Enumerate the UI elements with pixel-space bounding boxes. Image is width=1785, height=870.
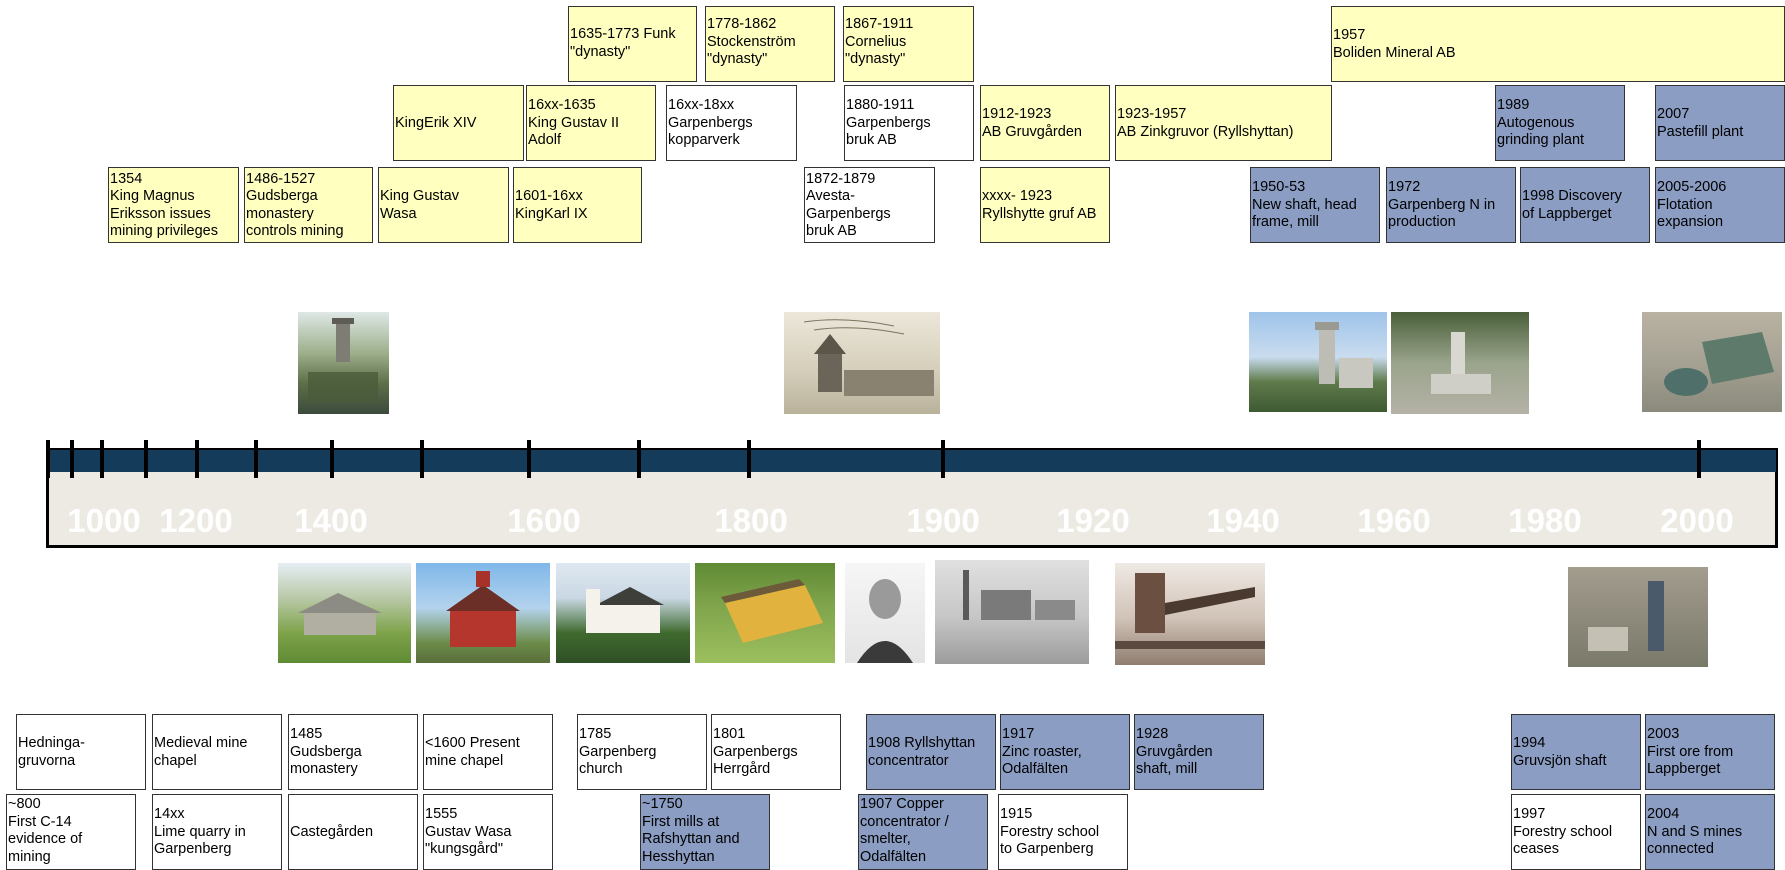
event-pastefill-plant: 2007 Pastefill plant bbox=[1655, 85, 1785, 161]
year-label: 1400 bbox=[294, 502, 368, 539]
photo-garpenberg-church bbox=[556, 563, 690, 663]
event-avesta-garpenbergs: 1872-1879 Avesta- Garpenbergs bruk AB bbox=[804, 167, 935, 243]
event-kungsgard: 1555 Gustav Wasa "kungsgård" bbox=[423, 794, 553, 870]
event-gruvsjon-shaft: 1994 Gruvsjön shaft bbox=[1511, 714, 1641, 790]
tick bbox=[70, 440, 74, 478]
year-label: 2000 bbox=[1660, 502, 1734, 539]
tick bbox=[1697, 440, 1701, 478]
photo-medieval-chapel bbox=[278, 563, 411, 663]
event-garpenberg-n-1972: 1972 Garpenberg N in production bbox=[1386, 167, 1516, 243]
photo-gruvsjon-shaft bbox=[1568, 567, 1708, 667]
photo-flotation-plant bbox=[1642, 312, 1782, 412]
tick bbox=[46, 440, 50, 478]
event-ryllshytte-gruf: xxxx- 1923 Ryllshytte gruf AB bbox=[980, 167, 1110, 243]
event-garpenbergs-herrgard: 1801 Garpenbergs Herrgård bbox=[711, 714, 841, 790]
timeline-bar bbox=[46, 448, 1778, 474]
tick bbox=[195, 440, 199, 478]
photo-herrgard bbox=[695, 563, 835, 663]
event-boliden: 1957 Boliden Mineral AB bbox=[1331, 6, 1785, 82]
photo-old-postcard bbox=[784, 312, 940, 414]
event-ab-zinkgruvor: 1923-1957 AB Zinkgruvor (Ryllshyttan) bbox=[1115, 85, 1332, 161]
event-castegarden: Castegården bbox=[288, 794, 418, 870]
year-label: 1000 bbox=[67, 502, 141, 539]
year-label: 1600 bbox=[507, 502, 581, 539]
event-n-s-mines-connected: 2004 N and S mines connected bbox=[1645, 794, 1775, 870]
year-label: 1980 bbox=[1508, 502, 1582, 539]
tick bbox=[254, 440, 258, 478]
event-garpenberg-church: 1785 Garpenberg church bbox=[577, 714, 707, 790]
tick bbox=[637, 440, 641, 478]
photo-odalfalten bbox=[935, 560, 1089, 664]
event-garpenbergs-bruk-ab: 1880-1911 Garpenbergs bruk AB bbox=[844, 85, 974, 161]
event-autogenous-plant: 1989 Autogenous grinding plant bbox=[1495, 85, 1625, 161]
event-lime-quarry: 14xx Lime quarry in Garpenberg bbox=[152, 794, 282, 870]
event-king-erik-xiv: KingErik XIV bbox=[393, 85, 524, 161]
year-label: 1900 bbox=[906, 502, 980, 539]
photo-ruin-tower bbox=[298, 312, 389, 414]
photo-red-chapel bbox=[416, 563, 550, 663]
event-king-magnus: 1354 King Magnus Eriksson issues mining … bbox=[108, 167, 239, 243]
event-first-mills: ~1750 First mills at Rafshyttan and Hess… bbox=[640, 794, 770, 870]
event-first-ore-lappberget: 2003 First ore from Lappberget bbox=[1645, 714, 1775, 790]
tick bbox=[527, 440, 531, 478]
event-flotation-expansion: 2005-2006 Flotation expansion bbox=[1655, 167, 1785, 243]
event-ab-gruvgarden: 1912-1923 AB Gruvgården bbox=[980, 85, 1110, 161]
tick bbox=[330, 440, 334, 478]
event-gudsberga-control: 1486-1527 Gudsberga monastery controls m… bbox=[244, 167, 373, 243]
event-king-gustav-ii: 16xx-1635 King Gustav II Adolf bbox=[526, 85, 656, 161]
photo-portrait bbox=[845, 563, 925, 663]
event-medieval-chapel: Medieval mine chapel bbox=[152, 714, 282, 790]
event-first-c14: ~800 First C-14 evidence of mining bbox=[6, 794, 136, 870]
event-stockenstrom-dynasty: 1778-1862 Stockenström "dynasty" bbox=[705, 6, 835, 82]
event-funk-dynasty: 1635-1773 Funk "dynasty" bbox=[568, 6, 697, 82]
year-label: 1800 bbox=[714, 502, 788, 539]
tick bbox=[420, 440, 424, 478]
event-new-shaft-1950: 1950-53 New shaft, head frame, mill bbox=[1250, 167, 1380, 243]
event-king-gustav-wasa: King Gustav Wasa bbox=[378, 167, 509, 243]
event-lappberget-discovery: 1998 Discovery of Lappberget bbox=[1520, 167, 1650, 243]
event-cornelius-dynasty: 1867-1911 Cornelius "dynasty" bbox=[843, 6, 974, 82]
timeline-scale bbox=[46, 472, 1778, 548]
event-zinc-roaster: 1917 Zinc roaster, Odalfälten bbox=[1000, 714, 1130, 790]
tick bbox=[100, 440, 104, 478]
event-present-chapel: <1600 Present mine chapel bbox=[423, 714, 553, 790]
year-label: 1200 bbox=[159, 502, 233, 539]
event-hedningagruvorna: Hedninga- gruvorna bbox=[16, 714, 146, 790]
photo-headframe-1950 bbox=[1249, 312, 1387, 412]
event-ryllshyttan-concentrator: 1908 Ryllshyttan concentrator bbox=[866, 714, 996, 790]
event-gudsberga-1485: 1485 Gudsberga monastery bbox=[288, 714, 418, 790]
tick bbox=[747, 440, 751, 478]
year-label: 1940 bbox=[1206, 502, 1280, 539]
tick bbox=[144, 440, 148, 478]
event-copper-concentrator: 1907 Copper concentrator / smelter, Odal… bbox=[858, 794, 988, 870]
photo-mine-aerial-1972 bbox=[1391, 312, 1529, 414]
photo-gruvgarden-shaft bbox=[1115, 563, 1265, 665]
tick bbox=[941, 440, 945, 478]
event-gruvgarden-shaft: 1928 Gruvgården shaft, mill bbox=[1134, 714, 1264, 790]
year-label: 1920 bbox=[1056, 502, 1130, 539]
event-kopparverk: 16xx-18xx Garpenbergs kopparverk bbox=[666, 85, 797, 161]
event-king-karl-ix: 1601-16xx KingKarl IX bbox=[513, 167, 642, 243]
year-label: 1960 bbox=[1357, 502, 1431, 539]
event-forestry-school-ceases: 1997 Forestry school ceases bbox=[1511, 794, 1641, 870]
event-forestry-school: 1915 Forestry school to Garpenberg bbox=[998, 794, 1128, 870]
